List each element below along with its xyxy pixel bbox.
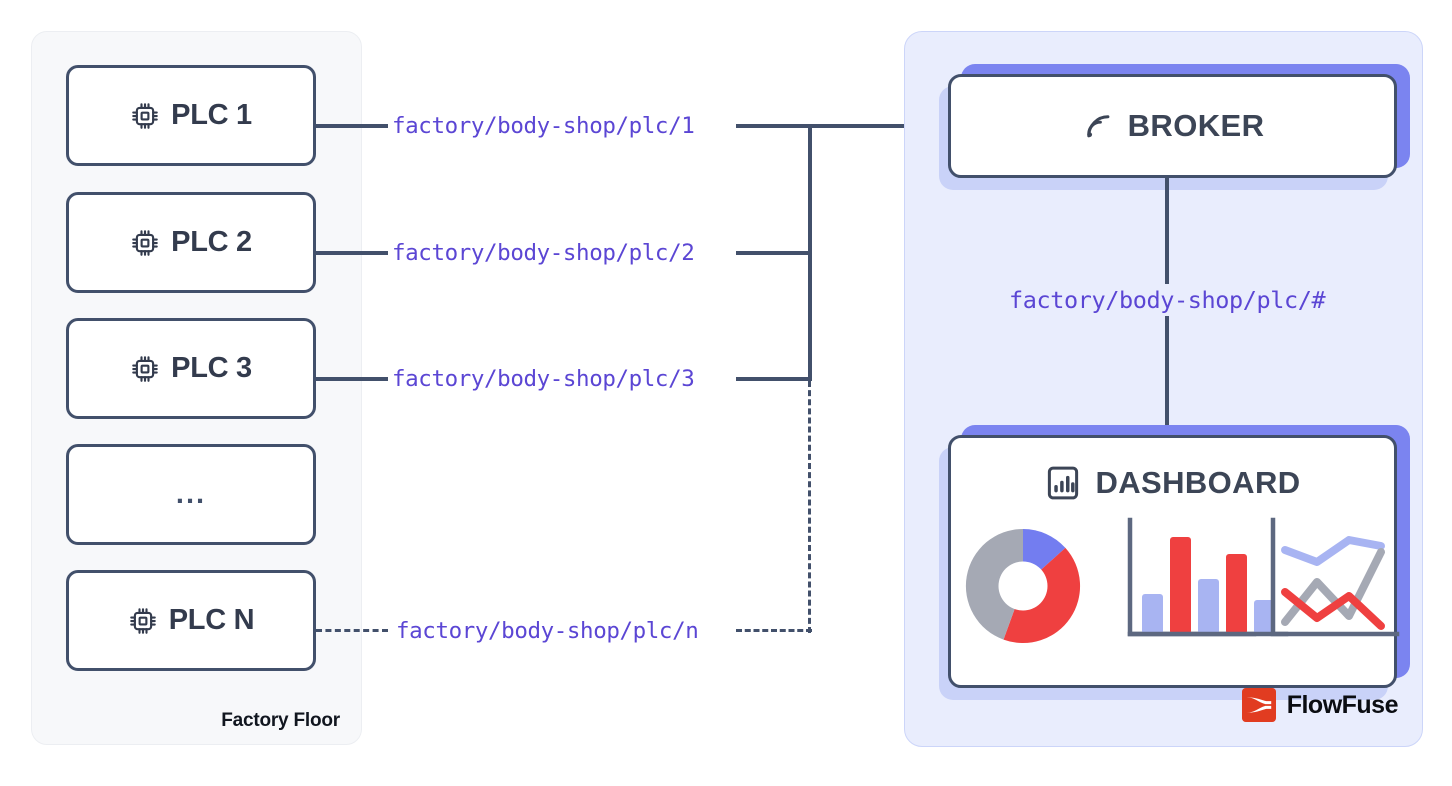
connector-plc3-left [316,377,388,381]
connector-plcn-right [736,629,812,632]
bar-1 [1142,594,1163,634]
connector-plc2-right [736,251,812,255]
factory-floor-panel: PLC 1 PLC 2 PLC 3 ... [31,31,362,745]
chip-icon [132,229,158,256]
flowfuse-brand: FlowFuse [1241,688,1399,722]
plc-node-n[interactable]: PLC N [66,570,316,671]
chip-icon [129,607,156,634]
plc-node-label: PLC 1 [171,99,252,131]
connector-plc3-right [736,377,812,381]
bus-line-solid [808,124,812,381]
dashboard-charts [965,517,1400,644]
bar-3 [1198,579,1219,634]
dashboard-title-row: DASHBOARD [951,464,1394,502]
donut-hole [998,561,1048,611]
broker-title-row: BROKER [1081,108,1265,144]
plc-node-label: PLC 2 [171,226,252,258]
connector-bus-to-broker [808,124,930,128]
plc-node-1[interactable]: PLC 1 [66,65,316,166]
dashboard-node[interactable]: DASHBOARD [948,435,1400,688]
topic-label-plc1: factory/body-shop/plc/1 [392,113,695,139]
plc-node-label: PLC N [168,604,255,636]
flowfuse-logo-icon [1241,688,1276,722]
broker-label: BROKER [1127,108,1265,143]
bus-line-dashed [808,381,811,633]
line-chart-axes [1270,517,1400,637]
topic-label-plcn: factory/body-shop/plc/n [392,618,703,644]
plc-node-3[interactable]: PLC 3 [66,318,316,419]
flowfuse-brand-name: FlowFuse [1286,690,1399,719]
line-series-blue [1281,536,1385,566]
donut-chart [965,528,1081,644]
ellipsis-label: ... [175,477,207,510]
cloud-platform-panel: BROKER factory/body-shop/plc/# DASHBOARD [904,31,1423,747]
bar-5 [1254,600,1275,634]
connector-plc2-left [316,251,388,255]
plc-node-label: PLC 3 [171,352,252,384]
topic-label-wildcard: factory/body-shop/plc/# [1002,284,1333,316]
connector-plc1-right [736,124,812,128]
donut-slice-gray [965,528,1023,640]
bar-4 [1226,554,1247,634]
topic-label-plc2: factory/body-shop/plc/2 [392,240,695,266]
dashboard-label: DASHBOARD [1095,465,1301,500]
bar-2 [1170,537,1191,634]
broker-node[interactable]: BROKER [948,74,1397,178]
chip-icon [132,355,158,382]
connector-plcn-left [316,629,388,632]
chip-icon [132,102,158,129]
plc-node-2[interactable]: PLC 2 [66,192,316,293]
connector-plc1-left [316,124,388,128]
topic-label-plc3: factory/body-shop/plc/3 [392,366,695,392]
broadcast-icon [1086,115,1110,138]
bar-chart-icon [1048,466,1079,500]
line-chart [1270,517,1400,637]
line-series-red [1281,588,1385,630]
factory-floor-caption: Factory Floor [221,710,340,731]
plc-node-ellipsis: ... [66,444,316,545]
bar-chart [1127,517,1289,637]
